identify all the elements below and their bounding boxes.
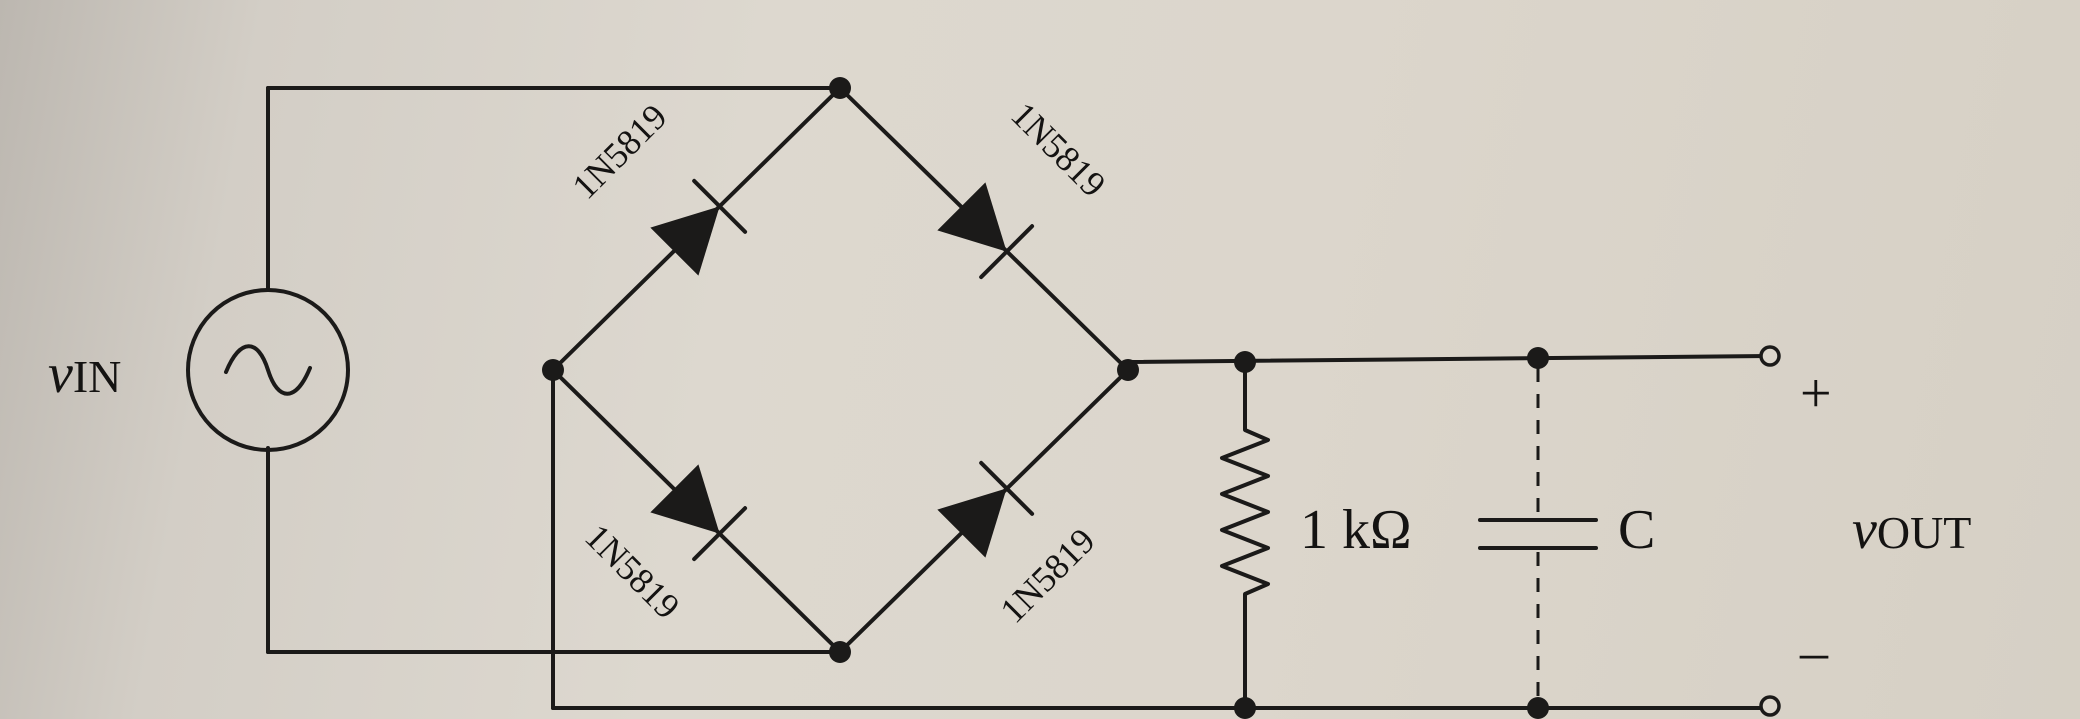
- node-left: [542, 359, 564, 381]
- diode-d4-label: 1N5819: [992, 520, 1102, 630]
- ac-source-circle: [186, 288, 350, 452]
- node-resistor-top: [1234, 351, 1256, 373]
- wire-top-rail: [1126, 354, 1770, 364]
- resistor-1k: [1220, 359, 1270, 710]
- node-capacitor-top: [1527, 347, 1549, 369]
- resistor-value: 1 kΩ: [1300, 499, 1412, 561]
- sine-wave-icon: [224, 344, 312, 396]
- output-terminal-minus: [1759, 695, 1781, 717]
- diode-d3: [650, 464, 748, 562]
- diode-d2-label: 1N5819: [1003, 94, 1113, 204]
- output-plus-sign: +: [1800, 363, 1832, 425]
- node-bottom: [829, 641, 851, 663]
- diode-d1-label: 1N5819: [564, 96, 674, 206]
- node-resistor-bottom: [1234, 697, 1256, 719]
- node-right: [1117, 359, 1139, 381]
- node-capacitor-bottom: [1527, 697, 1549, 719]
- source-label: vIN: [48, 343, 121, 405]
- node-top: [829, 77, 851, 99]
- diode-d3-label: 1N5819: [577, 516, 687, 626]
- capacitor-label: C: [1618, 499, 1655, 561]
- diode-d1: [650, 178, 748, 276]
- ac-source: [186, 288, 350, 452]
- output-minus-sign: –: [1799, 621, 1829, 683]
- diode-d4: [937, 460, 1035, 558]
- output-voltage-label: vOUT: [1852, 499, 1971, 561]
- diode-d2: [937, 182, 1035, 280]
- output-terminal-plus: [1759, 345, 1781, 367]
